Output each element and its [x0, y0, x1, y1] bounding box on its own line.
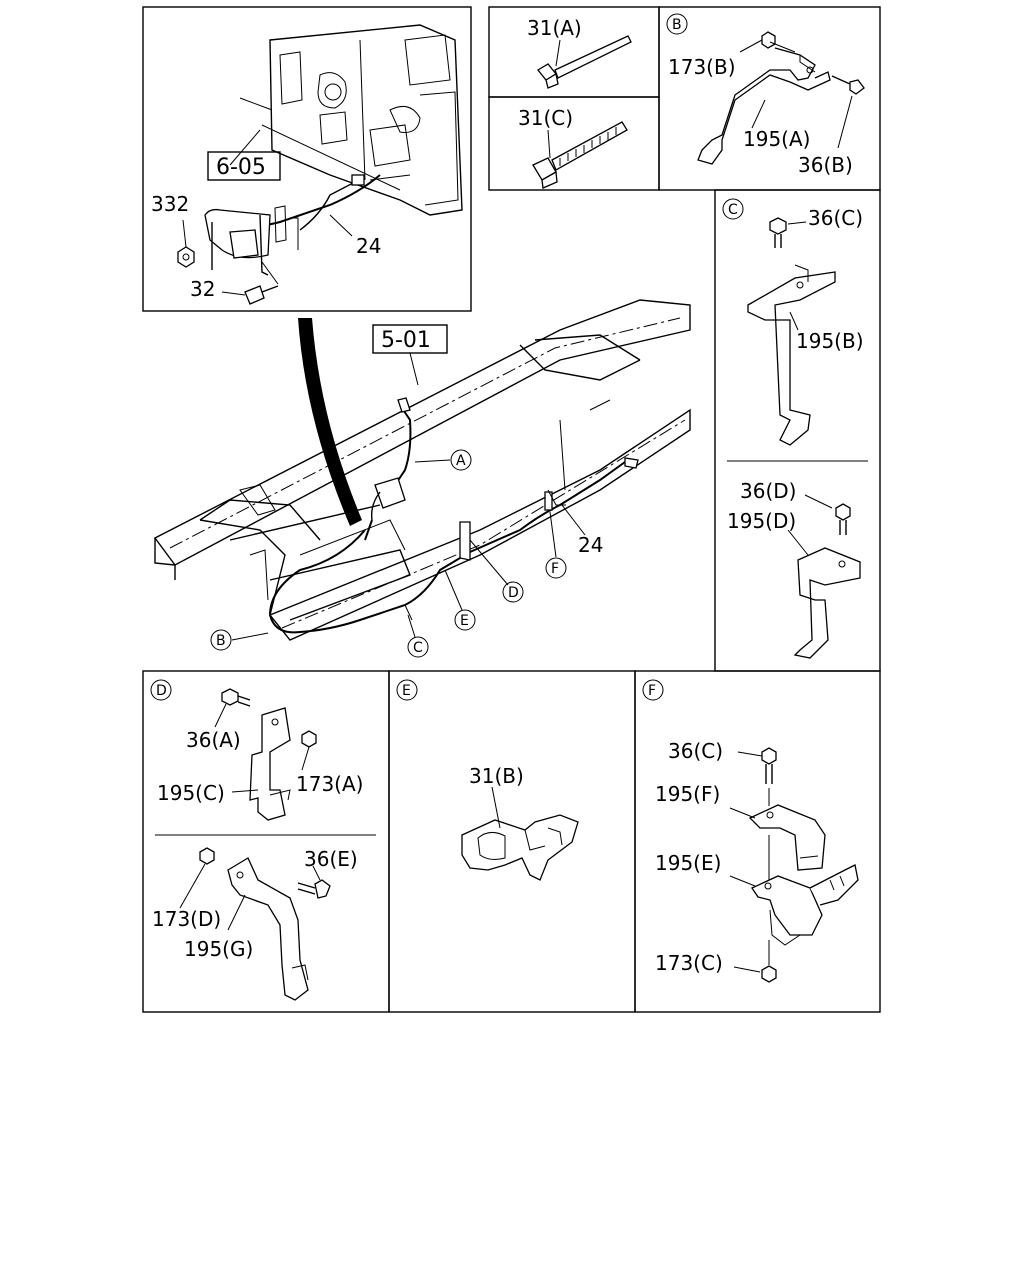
bolt-36b-icon — [831, 75, 865, 95]
panel-top-left — [142, 6, 472, 312]
clip-31b-icon — [461, 814, 579, 881]
callout-a-label: A — [456, 453, 466, 469]
bolt-36d-icon — [835, 503, 851, 535]
label-195g: 195(G) — [184, 937, 253, 961]
callout-f — [545, 557, 567, 579]
bracket-195f — [748, 804, 826, 871]
label-195e: 195(E) — [655, 851, 721, 875]
nut-173a-icon — [301, 730, 317, 748]
main-harness — [268, 397, 639, 634]
callout-b — [210, 629, 232, 651]
cable-tie-c-icon — [532, 121, 628, 189]
label-24-main: 24 — [578, 533, 603, 557]
section-ref-6-05-box — [207, 151, 281, 181]
detail-c-marker-label: C — [728, 202, 738, 218]
label-195d: 195(D) — [727, 509, 796, 533]
detail-b-marker — [666, 13, 688, 35]
label-31c: 31(C) — [518, 106, 573, 130]
detail-c-marker — [722, 198, 744, 220]
label-195c: 195(C) — [157, 781, 225, 805]
bracket-195b — [747, 264, 836, 446]
bolt-36a-icon — [221, 688, 251, 707]
section-ref-5-01: 5-01 — [381, 328, 431, 353]
cab-rear-panel — [239, 24, 463, 216]
callout-d-label: D — [508, 585, 519, 601]
label-173a: 173(A) — [296, 772, 363, 796]
bracket-195c — [249, 707, 291, 821]
detail-f-marker — [642, 679, 664, 701]
label-24-top: 24 — [356, 234, 381, 258]
cable-tie-a-icon — [537, 35, 632, 89]
detail-pointer-arrow — [298, 318, 362, 526]
callout-c-label: C — [413, 640, 423, 656]
label-173b: 173(B) — [668, 55, 736, 79]
label-36c-f: 36(C) — [668, 739, 723, 763]
panel-tie-c — [488, 96, 660, 191]
nut-173d-icon — [199, 847, 215, 865]
label-195b: 195(B) — [796, 329, 864, 353]
label-36b: 36(B) — [798, 153, 853, 177]
label-31a: 31(A) — [527, 16, 582, 40]
label-332: 332 — [151, 192, 189, 216]
callout-f-label: F — [551, 561, 559, 577]
bolt-36c-icon — [769, 217, 787, 248]
detail-e-marker — [396, 679, 418, 701]
detail-b-marker-label: B — [672, 17, 682, 33]
bracket-195e — [751, 864, 859, 946]
detail-e-marker-label: E — [402, 683, 411, 699]
label-32: 32 — [190, 277, 215, 301]
callout-c — [407, 636, 429, 658]
callout-d — [502, 581, 524, 603]
chassis-frame — [153, 299, 691, 641]
callout-b-label: B — [216, 633, 226, 649]
section-ref-6-05: 6-05 — [216, 155, 266, 180]
callout-e-label: E — [460, 613, 469, 629]
label-31b: 31(B) — [469, 764, 524, 788]
callout-a — [450, 449, 472, 471]
detail-d-marker — [150, 679, 172, 701]
nut-332-icon — [177, 246, 195, 268]
label-36c-c: 36(C) — [808, 206, 863, 230]
label-36d: 36(D) — [740, 479, 796, 503]
bolt-36e-icon — [297, 879, 331, 899]
bolt-36c-f-icon — [761, 747, 777, 784]
detail-f-marker-label: F — [648, 683, 656, 699]
bolt-32-icon — [244, 285, 279, 305]
label-173c: 173(C) — [655, 951, 723, 975]
label-36e: 36(E) — [304, 847, 358, 871]
bracket-195a — [697, 47, 831, 165]
label-173d: 173(D) — [152, 907, 221, 931]
label-36a: 36(A) — [186, 728, 241, 752]
callout-e — [454, 609, 476, 631]
bracket-195d — [793, 547, 861, 659]
bracket-195g — [227, 857, 309, 1001]
nut-173c-icon — [761, 965, 777, 983]
label-195a: 195(A) — [743, 127, 810, 151]
detail-d-marker-label: D — [156, 683, 167, 699]
nut-173b-icon — [761, 31, 776, 49]
cab-mount-bracket — [204, 205, 299, 276]
panel-detail-f — [634, 670, 881, 1013]
label-195f: 195(F) — [655, 782, 720, 806]
